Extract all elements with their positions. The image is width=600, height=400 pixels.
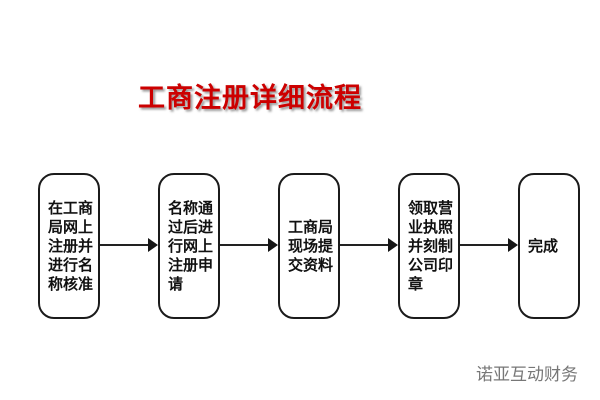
flow-arrow-4 xyxy=(460,244,509,246)
arrowhead-icon xyxy=(388,238,398,252)
flow-arrow-1 xyxy=(100,244,149,246)
flow-step-4-label: 领取营 业执照 并刻制 公司印 章 xyxy=(408,199,454,293)
flow-step-1-label: 在工商 局网上 注册并 进行名 称核准 xyxy=(48,199,94,293)
arrowhead-icon xyxy=(148,238,158,252)
arrowhead-icon xyxy=(268,238,278,252)
arrowhead-icon xyxy=(508,238,518,252)
flow-step-3-label: 工商局 现场提 交资料 xyxy=(288,218,334,274)
page-title: 工商注册详细流程 xyxy=(138,83,362,113)
flow-step-1: 在工商 局网上 注册并 进行名 称核准 xyxy=(38,173,100,319)
flow-step-2: 名称通 过后进 行网上 注册申 请 xyxy=(158,173,220,319)
brand-watermark: 诺亚互动财务 xyxy=(476,365,578,384)
flow-step-4: 领取营 业执照 并刻制 公司印 章 xyxy=(398,173,460,319)
flow-arrow-3 xyxy=(340,244,389,246)
flow-arrow-2 xyxy=(220,244,269,246)
flow-step-2-label: 名称通 过后进 行网上 注册申 请 xyxy=(168,199,214,293)
flow-step-5-label: 完成 xyxy=(528,237,559,255)
flow-step-3: 工商局 现场提 交资料 xyxy=(278,173,340,319)
flow-step-5: 完成 xyxy=(518,173,580,319)
